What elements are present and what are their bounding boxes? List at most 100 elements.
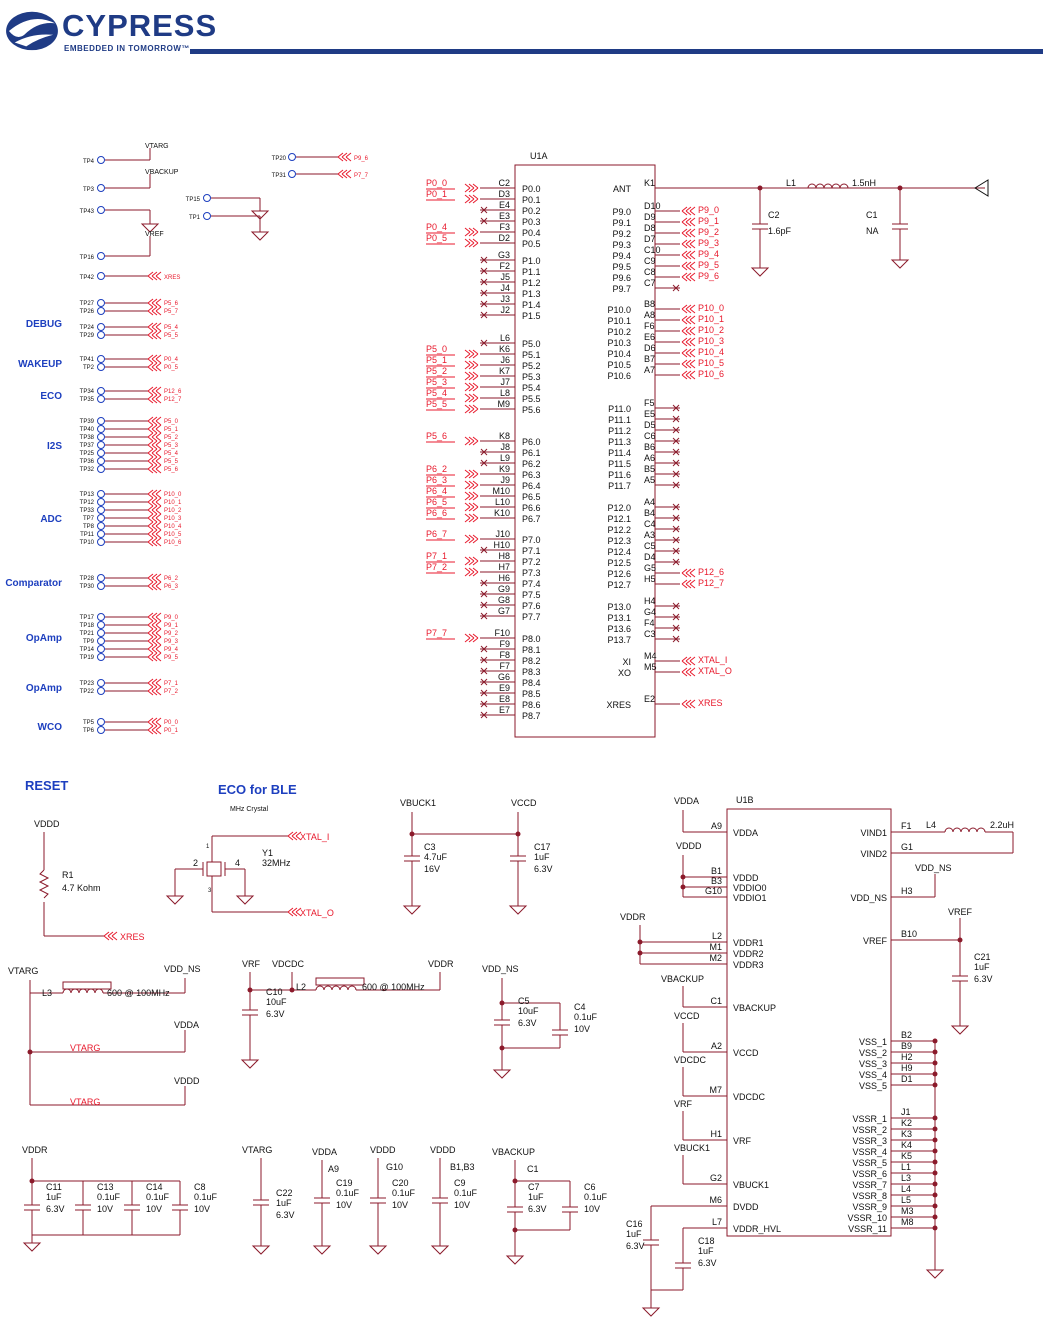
test-point-icon [97, 457, 105, 465]
pin-number: A6 [644, 453, 655, 463]
pin-name: P9.5 [612, 262, 631, 272]
capacitor-rating: 10V [392, 1200, 408, 1210]
capacitor-ref: C11 [46, 1182, 62, 1192]
tp-ref: TP18 [80, 623, 95, 629]
net-label: P10_1 [164, 500, 182, 506]
net-label: XRES [698, 698, 723, 708]
pin-name: VSSR_10 [847, 1213, 887, 1223]
capacitor-ref: C1 [866, 210, 878, 220]
pin-number: F9 [499, 639, 510, 649]
pin-number: D8 [644, 223, 656, 233]
crystal-value: 32MHz [262, 858, 291, 868]
offpage-left-icon [147, 416, 162, 426]
pin-name: P8.4 [522, 678, 541, 688]
no-connect-icon [480, 256, 488, 264]
offpage-left-icon [147, 686, 162, 696]
tp-ref: TP14 [80, 647, 95, 653]
no-connect-icon [672, 635, 680, 643]
capacitor-ref: C16 [626, 1219, 643, 1229]
test-point-icon [97, 156, 105, 164]
pin-number: J5 [500, 272, 510, 282]
pin-name: ANT [613, 184, 632, 194]
tp-ref: TP26 [80, 309, 95, 315]
pin-name: P12.4 [607, 547, 631, 557]
pin-name: P8.5 [522, 689, 541, 699]
pin-number: M1 [709, 942, 722, 952]
pin-number: J8 [500, 442, 510, 452]
pin-number: H8 [498, 551, 510, 561]
offpage-connector-icon [681, 568, 696, 578]
ground-icon [492, 1069, 512, 1079]
test-point-icon [97, 395, 105, 403]
offpage-connector-icon [681, 359, 696, 369]
offpage-connector-icon [681, 217, 696, 227]
test-point-icon [288, 153, 296, 161]
pin-number: A4 [644, 497, 655, 507]
test-point-icon [97, 355, 105, 363]
pin-number: D5 [644, 420, 656, 430]
test-point-icon [97, 331, 105, 339]
net-label: P10_4 [698, 347, 724, 357]
pin-number: L9 [500, 453, 510, 463]
pin-name: P12.2 [607, 525, 631, 535]
no-connect-icon [480, 459, 488, 467]
pin-name: P12.3 [607, 536, 631, 546]
pin-name: VBUCK1 [733, 1180, 769, 1190]
pin-number: D6 [644, 343, 656, 353]
rail-label: VDDR [428, 959, 454, 969]
pin-number: C2 [498, 178, 510, 188]
rail-label: VBACKUP [661, 974, 704, 984]
pin-ref: C1 [527, 1164, 539, 1174]
tp-ref: TP20 [272, 156, 287, 162]
pin-ref: A9 [328, 1164, 339, 1174]
tp-ref: TP34 [80, 389, 95, 395]
no-connect-icon [480, 300, 488, 308]
net-label: P9_3 [164, 639, 179, 645]
tp-ref: TP41 [80, 357, 95, 363]
offpage-connector-icon [464, 556, 479, 566]
capacitor-ref: C4 [574, 1002, 586, 1012]
test-point-icon [97, 645, 105, 653]
offpage-connector-icon [681, 206, 696, 216]
rail-label: VDCDC [674, 1055, 707, 1065]
pin-number: L7 [712, 1217, 722, 1227]
pin-number: F4 [644, 618, 655, 628]
no-connect-icon [480, 689, 488, 697]
pin-name: P7.4 [522, 579, 541, 589]
capacitor-rating: 10V [194, 1204, 210, 1214]
pin-name: P5.6 [522, 405, 541, 415]
pin-number: G5 [644, 563, 656, 573]
resistor-ref: R1 [62, 870, 74, 880]
test-point-icon [97, 522, 105, 530]
group-title: ADC [40, 514, 62, 525]
no-connect-icon [672, 514, 680, 522]
no-connect-icon [480, 711, 488, 719]
no-connect-icon [480, 546, 488, 554]
capacitor-ref: C20 [392, 1178, 409, 1188]
section-subtitle: MHz Crystal [230, 806, 269, 813]
pin-number: H6 [498, 573, 510, 583]
no-connect-icon [672, 602, 680, 610]
pin-name: VSSR_9 [852, 1202, 887, 1212]
pin-name: P12.6 [607, 569, 631, 579]
pin-number: D2 [498, 233, 510, 243]
inductor-l3-icon [62, 988, 104, 994]
u1b-ref: U1B [736, 795, 754, 805]
ground-icon [641, 1307, 661, 1317]
pin-name: P7.2 [522, 557, 541, 567]
offpage-left-icon [147, 652, 162, 662]
ground-icon [251, 1245, 271, 1255]
offpage-connector-icon [464, 360, 479, 370]
pin-number: K5 [901, 1151, 912, 1161]
pin-number: M5 [644, 662, 657, 672]
pin-number: L10 [495, 497, 510, 507]
ground-icon [505, 1255, 525, 1265]
ground-icon [430, 1245, 450, 1255]
tp-ref: TP30 [80, 584, 95, 590]
pin-name: P11.4 [608, 448, 631, 458]
tp-ref: TP32 [80, 467, 95, 473]
pin-number: B3 [711, 876, 722, 886]
capacitor-rating: 6.3V [534, 864, 553, 874]
tp-ref: TP28 [80, 576, 95, 582]
pin-number: C8 [644, 267, 656, 277]
